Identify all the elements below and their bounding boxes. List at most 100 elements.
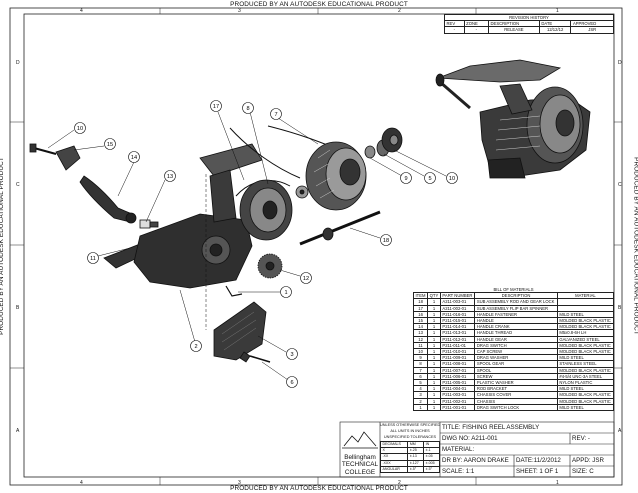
- zone-col-2-bottom: 2: [398, 480, 401, 486]
- exploded-view: [29, 125, 403, 363]
- callout-2: 2: [194, 344, 197, 350]
- bom-header-row: ITEM QTY PART NUMBER DESCRIPTION MATERIA…: [412, 292, 615, 300]
- bom-header-material: MATERIAL: [556, 292, 615, 300]
- drawn-by: DR BY: AARON DRAKE: [442, 457, 509, 464]
- watermark-bottom: PRODUCED BY AN AUTODESK EDUCATIONAL PROD…: [230, 485, 408, 492]
- callout-15: 15: [107, 142, 113, 148]
- zone-row-b-right: B: [618, 305, 622, 311]
- callout-balloons: [74, 100, 458, 388]
- callout-balloon: [87, 252, 99, 264]
- callout-balloon: [286, 348, 298, 360]
- callout-6: 6: [290, 380, 293, 386]
- material-label: MATERIAL:: [442, 446, 475, 453]
- bom-header-item: ITEM: [412, 292, 429, 300]
- callout-1: 1: [284, 290, 287, 296]
- callout-14: 14: [131, 155, 137, 161]
- callout-numbers: 10 15 14 13 11 2 17 8 7 9 5 10 18 12 1 3…: [77, 104, 455, 386]
- callout-18: 18: [383, 238, 389, 244]
- callout-11: 11: [90, 256, 96, 262]
- callout-balloon: [400, 172, 412, 184]
- callout-balloon: [164, 170, 176, 182]
- approved-by: APPD: JSR: [572, 457, 604, 464]
- zone-col-2: 2: [398, 8, 401, 14]
- callout-balloon: [270, 108, 282, 120]
- revision-history-title: REVISION HISTORY: [444, 13, 614, 22]
- callout-9: 9: [404, 176, 407, 182]
- callout-balloon: [210, 100, 222, 112]
- college-name: Bellingham TECHNICAL COLLEGE: [341, 454, 379, 476]
- callout-balloon: [380, 234, 392, 246]
- callout-3: 3: [290, 352, 293, 358]
- callout-balloon: [300, 272, 312, 284]
- zone-row-a-right: A: [618, 428, 622, 434]
- callout-10-cap: 10: [449, 176, 455, 182]
- revision-history-table: REVISION HISTORY REV ZONE DESCRIPTION DA…: [444, 13, 614, 34]
- bom-title: BILL OF MATERIALS: [493, 287, 534, 292]
- rev-header-approved: APPROVED: [570, 20, 614, 28]
- callout-balloon: [280, 286, 292, 298]
- callout-balloon: [74, 122, 86, 134]
- callout-balloon: [424, 172, 436, 184]
- callout-balloon: [128, 151, 140, 163]
- zone-row-a: A: [16, 428, 20, 434]
- zone-col-3-bottom: 3: [238, 480, 241, 486]
- callout-10: 10: [77, 126, 83, 132]
- callout-5: 5: [428, 176, 431, 182]
- zone-col-4-bottom: 4: [80, 480, 83, 486]
- assembled-reel-view: [435, 59, 591, 179]
- rev-header-description: DESCRIPTION: [488, 20, 540, 28]
- inner-border: [23, 13, 615, 478]
- tolerance-note-3: UNSPECIFIED TOLERANCES: [383, 435, 437, 439]
- bom-header-part-number: PART NUMBER: [439, 292, 476, 300]
- watermark-top: PRODUCED BY AN AUTODESK EDUCATIONAL PROD…: [230, 1, 408, 8]
- callout-balloon: [242, 102, 254, 114]
- callout-13: 13: [167, 174, 173, 180]
- callout-balloon: [190, 340, 202, 352]
- title-block-frame: [339, 421, 615, 478]
- revision-label: REV: -: [572, 435, 590, 442]
- zone-col-3: 3: [238, 8, 241, 14]
- bill-of-materials-table: BILL OF MATERIALS ITEM QTY PART NUMBER D…: [412, 287, 615, 412]
- tolerance-note-1: UNLESS OTHERWISE SPECIFIED: [380, 423, 441, 427]
- sheet-number: SHEET: 1 OF 1: [516, 468, 559, 475]
- drawing-title: TITLE: FISHING REEL ASSEMBLY: [442, 424, 540, 431]
- zone-row-d-right: D: [618, 60, 622, 66]
- leader-lines: [47, 111, 447, 381]
- outer-border: [9, 7, 623, 486]
- zone-row-c: C: [16, 182, 20, 188]
- rev-header-zone: ZONE: [463, 20, 490, 28]
- callout-8: 8: [246, 106, 249, 112]
- zone-row-c-right: C: [618, 182, 622, 188]
- sheet-size: SIZE: C: [572, 468, 594, 475]
- callout-12: 12: [303, 276, 309, 282]
- drawing-number: DWG NO: A211-001: [442, 435, 498, 442]
- zone-col-4: 4: [80, 8, 83, 14]
- college-logo: [342, 431, 378, 449]
- drawing-scale: SCALE: 1:1: [442, 468, 475, 475]
- callout-balloon: [286, 376, 298, 388]
- zone-row-d: D: [16, 60, 20, 66]
- callout-balloon: [446, 172, 458, 184]
- zone-col-1: 1: [556, 8, 559, 14]
- callout-7: 7: [274, 112, 277, 118]
- callout-balloon: [104, 138, 116, 150]
